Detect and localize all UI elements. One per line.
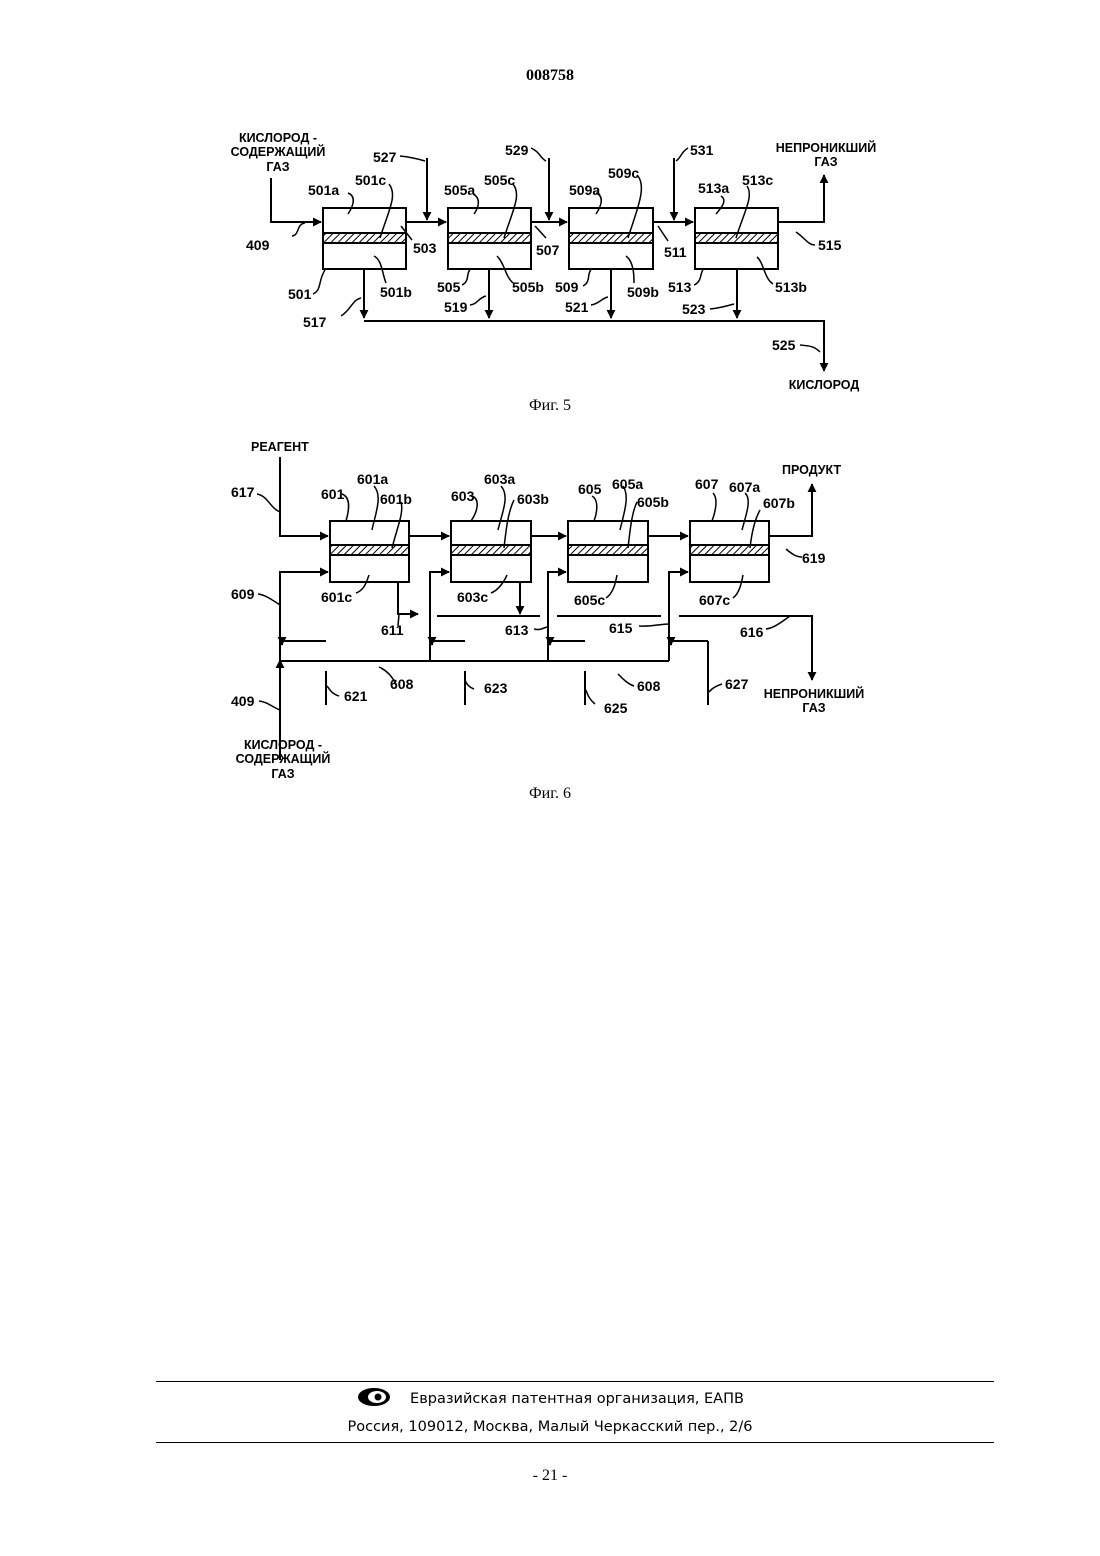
fig5-label-501a: 501a <box>308 182 339 198</box>
fig6-label-613: 613 <box>505 622 529 638</box>
fig6-label-603: 603 <box>451 488 475 504</box>
fig6-label-609: 609 <box>231 586 255 602</box>
fig6-outlet-text-1: НЕПРОНИКШИЙ <box>764 686 864 701</box>
footer-rule-bottom <box>156 1442 994 1443</box>
fig6-inlet-text-1: КИСЛОРОД - <box>244 738 322 752</box>
fig6-label-603b: 603b <box>517 491 549 507</box>
eapo-logo-icon <box>356 1387 392 1411</box>
fig6-product-text: ПРОДУКТ <box>782 463 841 477</box>
fig5-outlet-text-1: НЕПРОНИКШИЙ <box>776 140 876 155</box>
fig6-module-603 <box>451 521 531 582</box>
fig5-label-505: 505 <box>437 279 461 295</box>
fig5-label-513a: 513a <box>698 180 729 196</box>
page-number: - 21 - <box>0 1467 1100 1485</box>
fig5-module-501 <box>323 208 406 269</box>
fig5-label-503: 503 <box>413 240 437 256</box>
fig6-label-607b: 607b <box>763 495 795 511</box>
fig6-label-611: 611 <box>381 622 404 638</box>
fig5-label-511: 511 <box>664 244 687 260</box>
fig6-inlet-text-2: СОДЕРЖАЩИЙ <box>236 751 331 766</box>
figure-5-caption: Фиг. 5 <box>0 397 1100 415</box>
fig6-label-615: 615 <box>609 620 633 636</box>
fig6-outlet-text-2: ГАЗ <box>802 701 825 715</box>
fig5-label-505b: 505b <box>512 279 544 295</box>
fig6-label-617: 617 <box>231 484 255 500</box>
fig6-label-623: 623 <box>484 680 508 696</box>
footer-organization-line: Евразийская патентная организация, ЕАПВ <box>0 1387 1100 1411</box>
fig6-label-605c: 605c <box>574 592 605 608</box>
fig6-label-605b: 605b <box>637 494 669 510</box>
fig5-label-519: 519 <box>444 299 468 315</box>
fig6-module-607 <box>690 521 769 582</box>
fig6-label-608-left: 608 <box>390 676 414 692</box>
fig6-return-2 <box>432 641 465 645</box>
fig6-module-605 <box>568 521 648 582</box>
fig6-label-608-right: 608 <box>637 678 661 694</box>
fig6-permeate-601 <box>398 582 418 614</box>
fig5-module-509 <box>569 208 653 269</box>
fig5-label-531: 531 <box>690 142 714 158</box>
fig6-label-601b: 601b <box>380 491 412 507</box>
fig5-label-513c: 513c <box>742 172 773 188</box>
fig5-label-509: 509 <box>555 279 579 295</box>
fig5-module-505 <box>448 208 531 269</box>
fig5-label-527: 527 <box>373 149 397 165</box>
footer-address: Россия, 109012, Москва, Малый Черкасский… <box>0 1419 1100 1435</box>
footer-rule-top <box>156 1381 994 1382</box>
fig5-label-507: 507 <box>536 242 560 258</box>
fig5-label-501: 501 <box>288 286 312 302</box>
fig5-label-501b: 501b <box>380 284 412 300</box>
fig5-label-509c: 509c <box>608 165 639 181</box>
fig5-label-505c: 505c <box>484 172 515 188</box>
fig5-collector <box>364 321 824 371</box>
fig6-return-1 <box>282 641 326 645</box>
fig6-reagent-text: РЕАГЕНТ <box>251 440 309 454</box>
fig5-label-529: 529 <box>505 142 529 158</box>
fig5-label-523: 523 <box>682 301 706 317</box>
fig6-label-409: 409 <box>231 693 255 709</box>
fig6-riser-609 <box>280 572 328 661</box>
fig5-label-525: 525 <box>772 337 796 353</box>
fig6-label-616: 616 <box>740 624 764 640</box>
fig5-inlet-text-2: СОДЕРЖАЩИЙ <box>231 144 326 159</box>
fig6-return-3 <box>550 641 585 645</box>
fig5-label-515: 515 <box>818 237 842 253</box>
fig5-label-509b: 509b <box>627 284 659 300</box>
fig6-return-4 <box>671 641 708 645</box>
fig6-label-603c: 603c <box>457 589 488 605</box>
fig6-label-619: 619 <box>802 550 826 566</box>
fig5-label-517: 517 <box>303 314 327 330</box>
fig5-label-521: 521 <box>565 299 589 315</box>
fig5-module-513 <box>695 208 778 269</box>
fig6-label-607a: 607a <box>729 479 760 495</box>
fig5-label-409: 409 <box>246 237 270 253</box>
fig6-inlet-text-3: ГАЗ <box>271 767 294 781</box>
fig6-label-607: 607 <box>695 476 719 492</box>
figure-5-diagram: КИСЛОРОД - СОДЕРЖАЩИЙ ГАЗ НЕПРОНИКШИЙ ГА… <box>231 131 877 392</box>
footer-organization: Евразийская патентная организация, ЕАПВ <box>410 1391 744 1407</box>
fig6-label-601c: 601c <box>321 589 352 605</box>
fig5-label-501c: 501c <box>355 172 386 188</box>
fig6-label-607c: 607c <box>699 592 730 608</box>
fig6-label-621: 621 <box>344 688 368 704</box>
fig6-label-601a: 601a <box>357 471 388 487</box>
fig6-label-627: 627 <box>725 676 749 692</box>
fig5-inlet-text-3: ГАЗ <box>266 160 289 174</box>
fig6-label-601: 601 <box>321 486 345 502</box>
fig6-label-603a: 603a <box>484 471 515 487</box>
fig5-label-505a: 505a <box>444 182 475 198</box>
fig5-product-text: КИСЛОРОД <box>789 378 860 392</box>
figure-6-diagram: РЕАГЕНТ ПРОДУКТ КИСЛОРОД - СОДЕРЖАЩИЙ ГА… <box>231 440 864 781</box>
fig5-inlet-text-1: КИСЛОРОД - <box>239 131 317 145</box>
fig6-label-605: 605 <box>578 481 602 497</box>
fig6-label-625: 625 <box>604 700 628 716</box>
fig5-label-513: 513 <box>668 279 692 295</box>
fig5-outlet-text-2: ГАЗ <box>814 155 837 169</box>
fig5-label-509a: 509a <box>569 182 600 198</box>
fig5-label-513b: 513b <box>775 279 807 295</box>
figure-6-caption: Фиг. 6 <box>0 785 1100 803</box>
fig6-label-605a: 605a <box>612 476 643 492</box>
fig5-outlet-line <box>778 175 824 222</box>
